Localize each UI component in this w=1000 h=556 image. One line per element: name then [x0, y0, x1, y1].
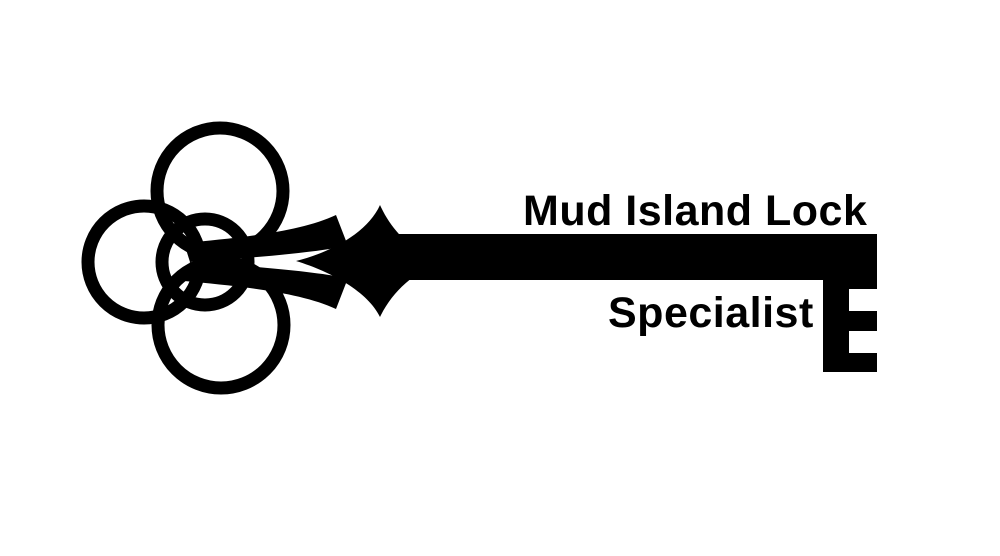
key-bow-ring-center	[155, 212, 255, 312]
brand-line-two: Specialist	[608, 289, 814, 337]
brand-line-one: Mud Island Lock	[523, 187, 868, 235]
key-bit-bottom-tooth	[823, 353, 877, 372]
key-bit-top-tooth	[823, 234, 877, 289]
key-bit-middle-tooth	[823, 311, 877, 331]
key-bow-ring-top	[150, 121, 290, 261]
key-collar	[296, 205, 440, 317]
key-bow-ring-bottom	[151, 255, 291, 395]
key-shaft	[376, 234, 828, 280]
